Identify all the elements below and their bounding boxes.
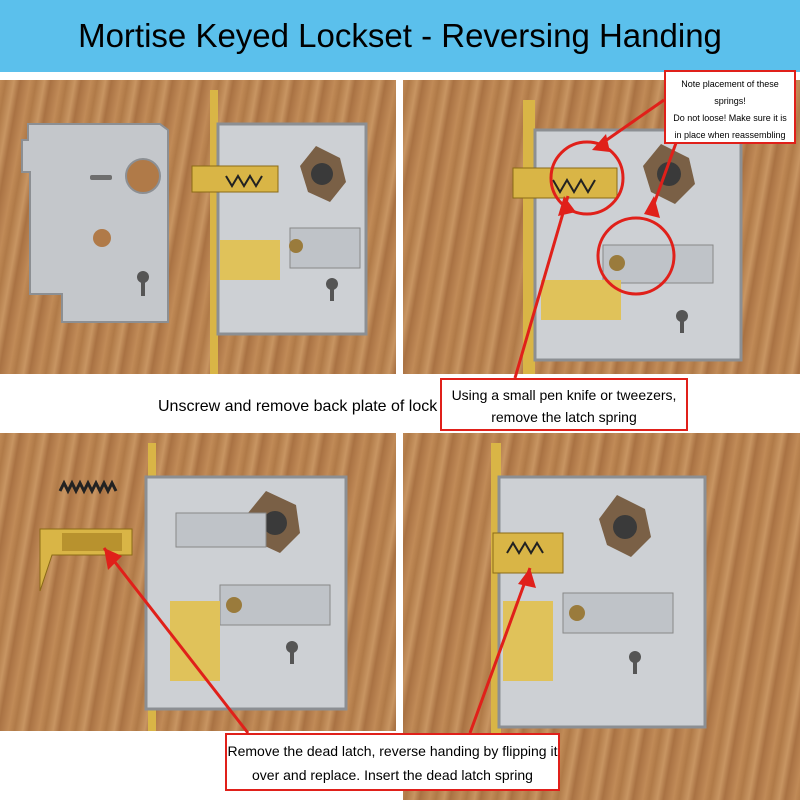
page-title: Mortise Keyed Lockset - Reversing Handin… — [78, 17, 722, 54]
callout-dead-latch: Remove the dead latch, reverse handing b… — [225, 733, 560, 791]
photo-back-plate-removed — [0, 80, 396, 374]
back-plate — [21, 123, 169, 323]
springs-note-line3: in place when reassembling — [674, 130, 786, 140]
springs-note-line1: Note placement of these springs! — [681, 79, 779, 106]
lock-illustration-3 — [39, 443, 348, 731]
latch-note-line1: Using a small pen knife or tweezers, — [451, 387, 677, 403]
deadlatch-note-line2: over and replace. Insert the dead latch … — [252, 767, 533, 783]
deadlatch-note-line1: Remove the dead latch, reverse handing b… — [227, 743, 558, 759]
lock-body — [191, 90, 368, 374]
step1-caption: Unscrew and remove back plate of lock bo… — [158, 398, 480, 415]
title-bar: Mortise Keyed Lockset - Reversing Handin… — [0, 0, 800, 72]
callout-springs-note: Note placement of these springs! Do not … — [664, 70, 796, 144]
lock-illustration-1 — [21, 90, 368, 374]
callout-latch-spring: Using a small pen knife or tweezers, rem… — [440, 378, 688, 431]
photo-dead-latch-removed — [0, 433, 396, 731]
latch-note-line2: remove the latch spring — [491, 409, 637, 425]
springs-note-line2: Do not loose! Make sure it is — [673, 113, 787, 123]
